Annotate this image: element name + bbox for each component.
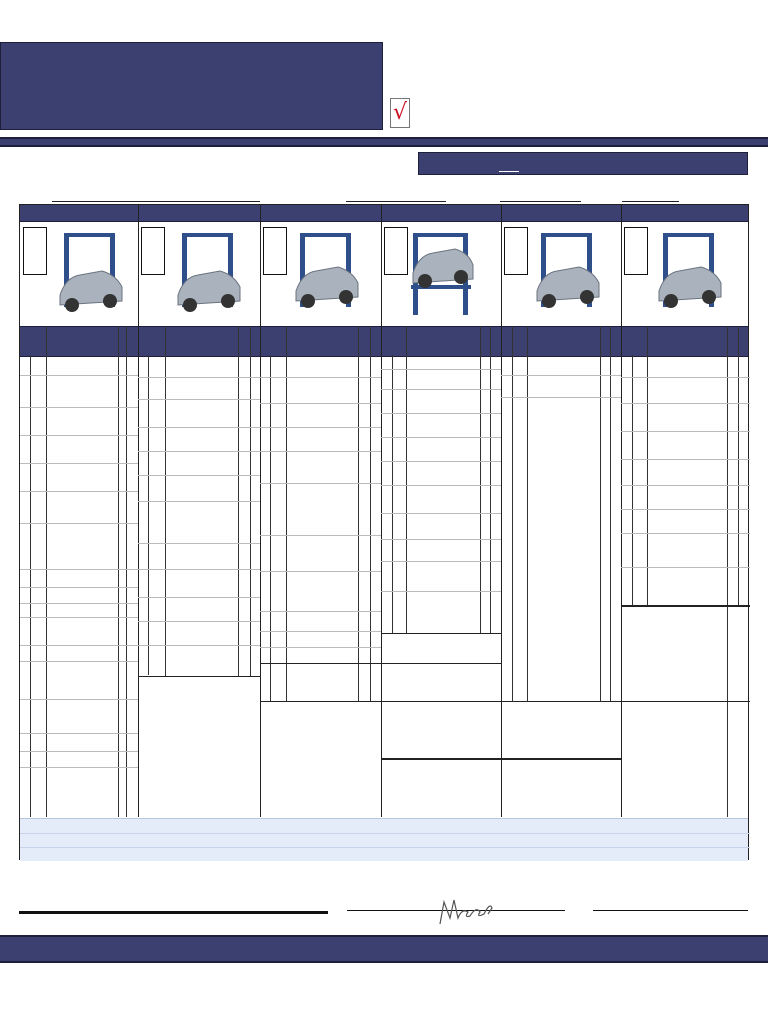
field-line — [622, 201, 679, 202]
two-post-lift-car-icon — [177, 233, 241, 312]
check-mark-box[interactable]: √ — [390, 98, 410, 128]
column-header-band — [20, 326, 748, 357]
two-post-lift-car-icon — [59, 233, 123, 312]
four-post-lift-car-icon — [411, 233, 474, 315]
two-post-lift-car-icon — [295, 233, 359, 308]
notes-band — [20, 818, 748, 861]
number-box[interactable] — [263, 227, 287, 275]
lift-column — [260, 205, 382, 817]
lift-column — [138, 205, 261, 817]
signature-line[interactable] — [593, 910, 748, 911]
lift-column — [20, 205, 139, 817]
number-box[interactable] — [141, 227, 165, 275]
lift-photo — [501, 223, 621, 325]
lift-photo — [20, 223, 138, 325]
lift-photo — [621, 223, 750, 325]
field-line — [500, 201, 581, 202]
field-line — [52, 201, 260, 202]
number-box[interactable] — [384, 227, 408, 275]
two-post-lift-car-icon — [536, 233, 600, 308]
check-mark-icon: √ — [392, 100, 408, 125]
lift-photo — [260, 223, 381, 325]
inspection-table — [19, 204, 750, 861]
footer-bar — [0, 935, 768, 963]
lift-column — [621, 205, 750, 817]
header-banner — [0, 42, 383, 130]
number-box[interactable] — [624, 227, 648, 275]
number-box[interactable] — [504, 227, 528, 275]
section-title-bar — [418, 152, 748, 175]
lift-column — [501, 205, 622, 817]
two-post-lift-car-icon — [658, 233, 722, 308]
field-line — [346, 201, 446, 202]
handwritten-signature — [439, 899, 493, 925]
number-box[interactable] — [23, 227, 47, 275]
lift-photo — [138, 223, 260, 325]
header-rule — [0, 137, 768, 147]
signature-line[interactable] — [19, 911, 328, 914]
table-top-band — [20, 205, 748, 222]
lift-photo — [381, 223, 501, 325]
lift-column — [381, 205, 502, 817]
